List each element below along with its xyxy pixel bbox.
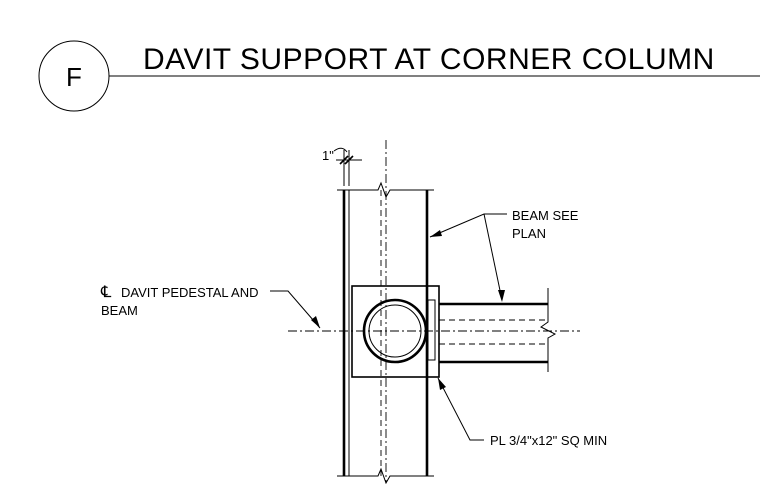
beam-break [540, 288, 557, 372]
beam-arrowhead-column [430, 230, 442, 237]
plate-leader [437, 377, 484, 441]
centerline-note: ℄ DAVIT PEDESTAL AND BEAM [100, 284, 321, 329]
detail-title: DAVIT SUPPORT AT CORNER COLUMN [143, 43, 715, 76]
centerline-arrowhead [311, 316, 320, 328]
beam-note: BEAM SEE PLAN [429, 208, 579, 302]
column-top-break [337, 181, 434, 199]
dimension-leader-curve [333, 147, 348, 153]
beam-arrowhead-beam [498, 290, 505, 302]
plate-note-text: PL 3/4"x12" SQ MIN [490, 433, 607, 448]
beam-note-line1: BEAM SEE [512, 208, 579, 223]
beam-leader-column [429, 213, 507, 238]
column-bottom-break [337, 467, 434, 484]
dimension-text: 1" [322, 148, 334, 163]
plate-note: PL 3/4"x12" SQ MIN [437, 377, 607, 448]
centerline-symbol: ℄ [100, 284, 112, 301]
centerline-note-line1: DAVIT PEDESTAL AND [121, 285, 259, 300]
detail-marker: F [38, 40, 110, 112]
dimension-1in: 1" [322, 147, 362, 186]
connection-plate [427, 299, 436, 361]
plate-arrowhead [438, 378, 446, 390]
beam-leader-beam [483, 213, 503, 301]
beam [438, 288, 557, 372]
beam-note-line2: PLAN [512, 226, 546, 241]
centerline-note-line2: BEAM [101, 303, 138, 318]
centerline-leader [270, 290, 321, 329]
detail-letter: F [66, 62, 82, 92]
